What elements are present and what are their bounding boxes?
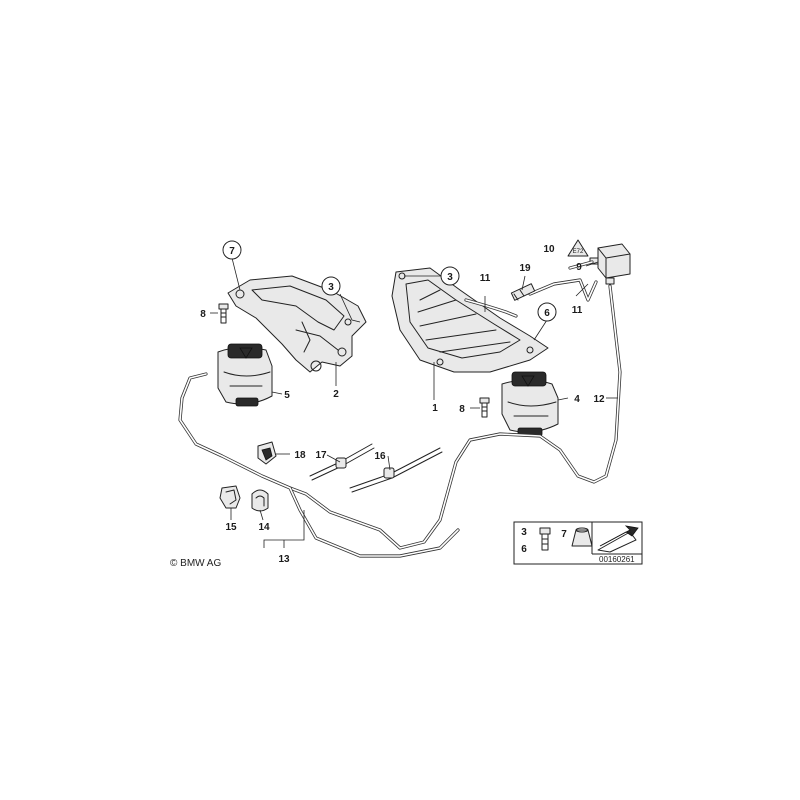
svg-text:E72: E72 xyxy=(573,249,584,255)
vacuum-hose-upper[interactable] xyxy=(464,260,598,318)
label-6: 6 xyxy=(544,308,550,319)
hose-clip-18[interactable] xyxy=(257,441,277,465)
diagram-reference-number: 00160261 xyxy=(599,555,635,564)
engine-mount-right[interactable] xyxy=(501,371,559,437)
engine-mount-left[interactable] xyxy=(217,343,273,407)
bolt-left[interactable] xyxy=(218,303,229,324)
copyright-text: © BMW AG xyxy=(170,558,221,569)
label-9: 9 xyxy=(576,262,582,273)
hose-clamp-15[interactable] xyxy=(219,485,241,509)
label-10: 10 xyxy=(543,244,555,255)
legend-number-3: 3 xyxy=(521,527,527,538)
label-16: 16 xyxy=(374,451,386,462)
legend-arrow-icon xyxy=(597,525,639,553)
legend-number-6: 6 xyxy=(521,544,527,555)
label-18: 18 xyxy=(294,450,306,461)
vacuum-solenoid-valve[interactable] xyxy=(589,243,631,285)
label-11-right: 11 xyxy=(572,305,583,316)
legend-bolt-icon xyxy=(539,527,551,551)
leader-lines xyxy=(210,257,618,548)
label-14: 14 xyxy=(258,522,270,533)
cable-tie-16[interactable] xyxy=(349,447,443,493)
bolt-right[interactable] xyxy=(479,397,490,418)
warning-label[interactable]: E72 xyxy=(567,239,589,257)
legend-number-7: 7 xyxy=(561,529,567,540)
label-11-upper: 11 xyxy=(480,273,491,284)
label-8-right: 8 xyxy=(459,404,465,415)
callout-labels: 7 8 3 2 5 3 1 11 19 6 11 10 9 4 8 12 18 … xyxy=(200,240,605,565)
label-3-right: 3 xyxy=(447,272,453,283)
label-3-left: 3 xyxy=(328,282,334,293)
hose-holder-14[interactable] xyxy=(251,489,269,512)
label-19: 19 xyxy=(519,263,531,274)
label-12: 12 xyxy=(593,394,605,405)
heat-shield[interactable] xyxy=(391,267,549,373)
parts-legend-box: 3 6 7 00160261 xyxy=(513,521,643,565)
label-7: 7 xyxy=(229,246,235,257)
label-17: 17 xyxy=(315,450,327,461)
label-5: 5 xyxy=(284,390,290,401)
hose-connector[interactable] xyxy=(510,283,536,301)
vacuum-hose-left[interactable] xyxy=(178,372,460,558)
label-1: 1 xyxy=(432,403,438,414)
label-2: 2 xyxy=(333,389,339,400)
vacuum-hose-long[interactable] xyxy=(288,284,622,550)
label-4: 4 xyxy=(574,394,580,405)
label-13: 13 xyxy=(278,554,290,565)
legend-nut-icon xyxy=(571,527,593,547)
label-8-left: 8 xyxy=(200,309,206,320)
label-15: 15 xyxy=(225,522,237,533)
